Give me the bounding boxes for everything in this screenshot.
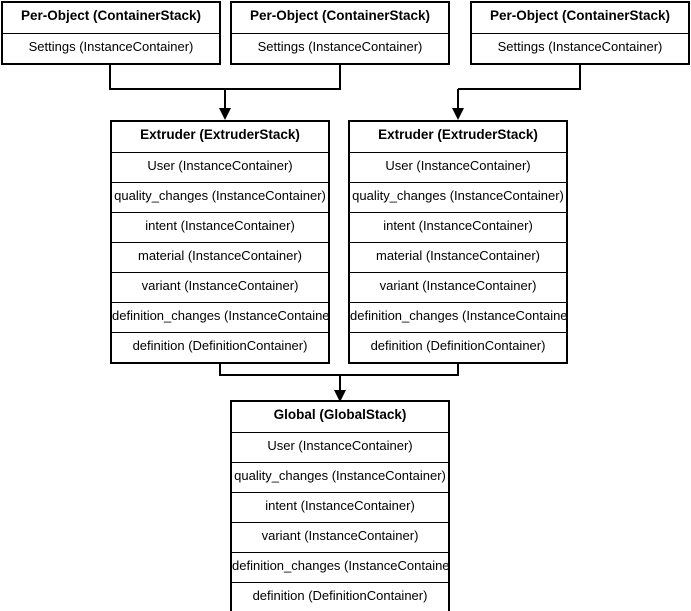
node-row-definition-changes: definition_changes (InstanceContainer) (232, 552, 448, 582)
node-row-definition: definition (DefinitionContainer) (232, 582, 448, 611)
edge-extruder1-to-global (219, 360, 341, 396)
node-row-material: material (InstanceContainer) (112, 242, 328, 272)
node-header: Per-Object (ContainerStack) (232, 3, 448, 33)
node-row-variant: variant (InstanceContainer) (350, 272, 566, 302)
arrowhead-extruder1 (219, 108, 231, 120)
node-row-variant: variant (InstanceContainer) (112, 272, 328, 302)
node-row-settings: Settings (InstanceContainer) (3, 33, 219, 63)
node-row-settings: Settings (InstanceContainer) (232, 33, 448, 63)
node-row-settings: Settings (InstanceContainer) (472, 33, 688, 63)
node-extruder-1[interactable]: Extruder (ExtruderStack) User (InstanceC… (110, 120, 330, 364)
node-extruder-2[interactable]: Extruder (ExtruderStack) User (InstanceC… (348, 120, 568, 364)
node-header: Global (GlobalStack) (232, 402, 448, 432)
node-row-intent: intent (InstanceContainer) (350, 212, 566, 242)
node-row-user: User (InstanceContainer) (112, 152, 328, 182)
node-per-object-1[interactable]: Per-Object (ContainerStack) Settings (In… (1, 1, 221, 65)
node-per-object-3[interactable]: Per-Object (ContainerStack) Settings (In… (470, 1, 690, 65)
node-row-variant: variant (InstanceContainer) (232, 522, 448, 552)
edge-perobject1-to-extruder1 (109, 62, 226, 112)
node-row-definition-changes: definition_changes (InstanceContainer) (350, 302, 566, 332)
node-header: Extruder (ExtruderStack) (350, 122, 566, 152)
node-header: Extruder (ExtruderStack) (112, 122, 328, 152)
node-row-quality-changes: quality_changes (InstanceContainer) (112, 182, 328, 212)
node-row-definition-changes: definition_changes (InstanceContainer) (112, 302, 328, 332)
node-row-quality-changes: quality_changes (InstanceContainer) (350, 182, 566, 212)
node-row-user: User (InstanceContainer) (232, 432, 448, 462)
node-row-definition: definition (DefinitionContainer) (350, 332, 566, 362)
node-row-material: material (InstanceContainer) (350, 242, 566, 272)
node-header: Per-Object (ContainerStack) (3, 3, 219, 33)
node-row-user: User (InstanceContainer) (350, 152, 566, 182)
node-global[interactable]: Global (GlobalStack) User (InstanceConta… (230, 400, 450, 611)
node-header: Per-Object (ContainerStack) (472, 3, 688, 33)
arrowhead-extruder2 (452, 108, 464, 120)
edge-perobject2-to-extruder1 (225, 62, 341, 90)
edge-merge-bar-right (458, 62, 581, 90)
node-row-intent: intent (InstanceContainer) (112, 212, 328, 242)
node-per-object-2[interactable]: Per-Object (ContainerStack) Settings (In… (230, 1, 450, 65)
node-row-quality-changes: quality_changes (InstanceContainer) (232, 462, 448, 492)
node-row-intent: intent (InstanceContainer) (232, 492, 448, 522)
node-row-definition: definition (DefinitionContainer) (112, 332, 328, 362)
